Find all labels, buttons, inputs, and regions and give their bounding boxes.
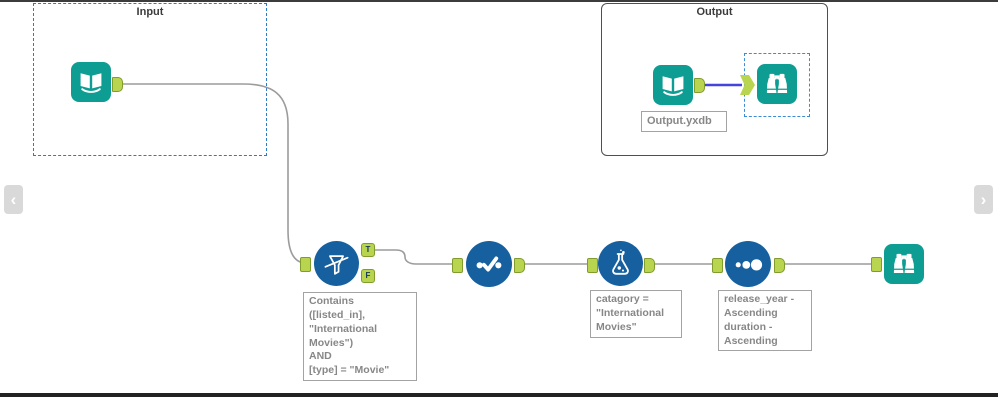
browse-tool[interactable] [884,244,924,284]
binoculars-icon [766,73,788,93]
scroll-right-button[interactable]: › [974,185,993,214]
filter-false-anchor[interactable]: F [361,269,375,283]
bottom-window-border [0,393,998,397]
binoculars-icon [893,253,915,273]
output-browse-tool[interactable] [757,64,797,104]
filter-tool[interactable] [314,241,359,286]
browse-input-anchor[interactable] [871,257,882,272]
chevron-left-icon: ‹ [10,190,17,209]
book-icon [662,76,684,96]
three-dots-icon [735,259,763,271]
formula-tool[interactable] [598,241,643,286]
input-data-output-anchor[interactable] [112,77,123,92]
formula-output-anchor[interactable] [644,258,655,273]
wire-input-to-filter[interactable] [122,83,307,264]
output-data-output-anchor[interactable] [694,78,705,93]
sort-tool[interactable] [725,241,771,287]
input-data-tool[interactable] [71,62,111,102]
output-filename-annotation: Output.yxdb [641,111,727,132]
output-browse-input-anchor[interactable] [740,75,755,95]
sort-annotation: release_year - Ascending duration - Asce… [718,290,812,352]
filter-true-anchor[interactable]: T [361,243,375,257]
select-output-anchor[interactable] [514,258,525,273]
input-container-label: Input [136,6,164,18]
funnel-icon [324,255,349,275]
chevron-right-icon: › [980,190,987,209]
select-tool[interactable] [466,241,512,287]
top-window-border [0,0,998,2]
scroll-left-button[interactable]: ‹ [4,185,23,214]
select-input-anchor[interactable] [452,258,463,273]
formula-input-anchor[interactable] [587,258,598,273]
formula-annotation: catagory = "International Movies" [590,290,682,338]
wire-filter-to-select[interactable] [375,249,455,265]
filter-annotation: Contains ([listed_in], "International Mo… [303,292,417,382]
output-data-tool[interactable] [653,65,693,105]
sort-output-anchor[interactable] [774,258,785,273]
check-dots-icon [476,256,502,272]
output-container-label: Output [696,6,733,18]
book-icon [80,73,102,93]
sort-input-anchor[interactable] [712,258,723,273]
filter-input-anchor[interactable] [300,257,311,272]
flask-icon [612,249,629,275]
